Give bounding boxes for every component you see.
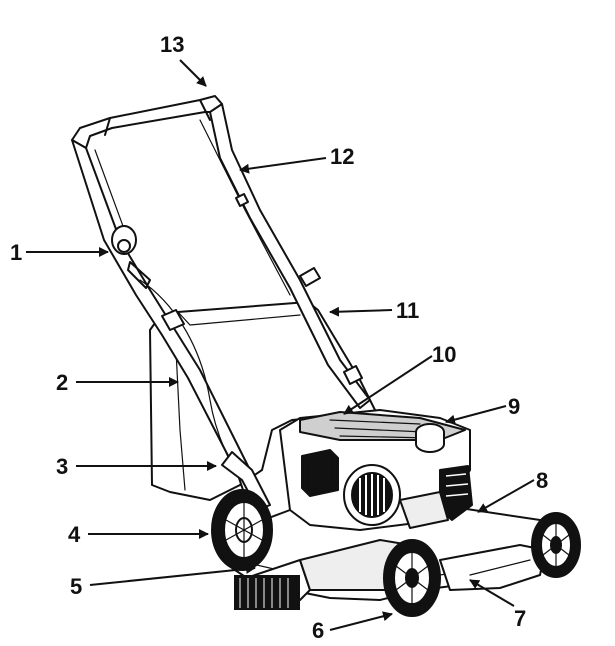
label-10: 10 [432,342,456,367]
front-wheel-right [531,512,581,578]
fuel-cap [415,423,445,453]
label-12: 12 [330,144,354,169]
engine [279,409,473,531]
air-filter [301,449,339,497]
arrow-8 [477,479,535,513]
arrow-9 [445,405,507,425]
callout-labels: 1 2 3 4 5 6 7 8 9 10 11 12 13 [10,32,548,643]
label-2: 2 [56,370,68,395]
arrow-11 [329,306,393,317]
arrow-6 [329,611,393,631]
label-4: 4 [68,522,81,547]
rear-wheel [211,489,273,571]
label-11: 11 [396,298,419,323]
front-wheel-left [383,539,441,617]
label-5: 5 [70,574,82,599]
handle-assembly [71,95,371,506]
arrow-10 [343,355,433,415]
arrow-5 [89,563,256,586]
rear-flap [234,575,300,610]
label-9: 9 [508,394,520,419]
label-8: 8 [536,468,548,493]
arrow-13 [179,59,207,87]
arrow-12 [239,157,327,174]
arrow-7 [469,579,515,607]
label-13: 13 [160,32,184,57]
label-3: 3 [56,454,68,479]
label-6: 6 [312,618,324,643]
callout-arrows [26,59,535,631]
recoil-starter [343,464,401,526]
label-7: 7 [514,606,526,631]
label-1: 1 [10,240,22,265]
